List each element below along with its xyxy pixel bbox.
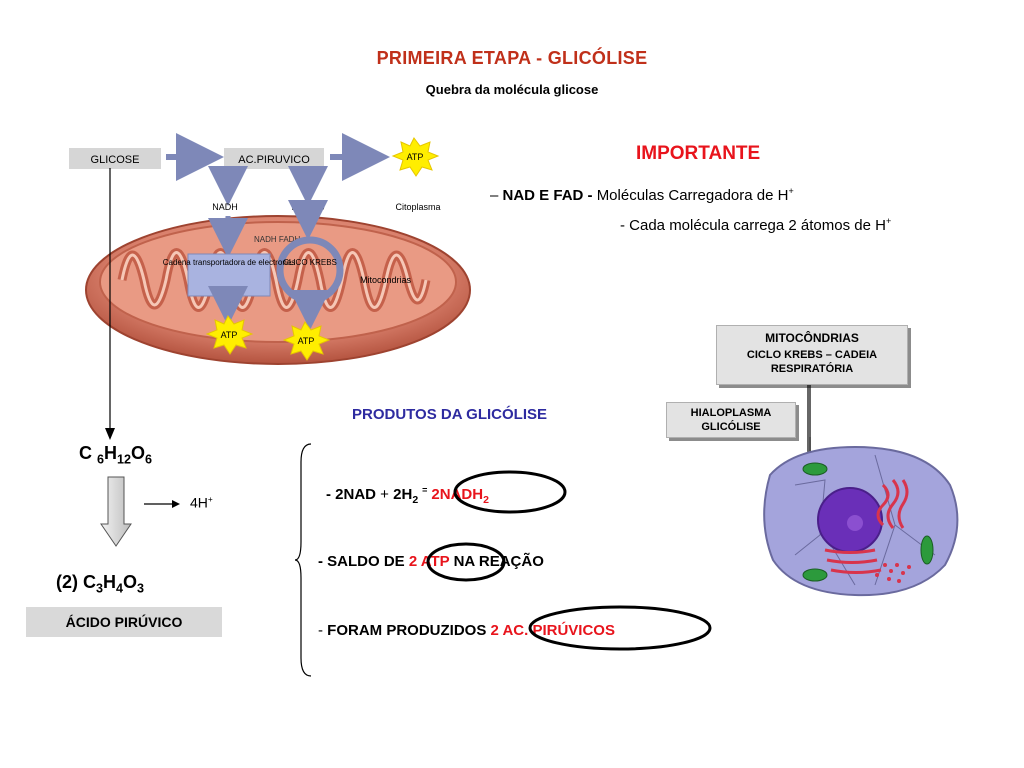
cell-mito-1 [802, 462, 828, 476]
mitocondrias-label: Mitocondrias [360, 275, 412, 285]
glicose-label: GLICOSE [91, 154, 140, 166]
hialoplasma-line-2: GLICÓLISE [701, 421, 761, 433]
piruvato-label: Piruvato [291, 202, 324, 212]
produtos-heading: PRODUTOS DA GLICÓLISE [352, 406, 548, 423]
cell-er [876, 479, 909, 529]
glicose-box [69, 148, 161, 169]
produtos-row-3: - FORAM PRODUZIDOS 2 AC. PIRÚVICOS [318, 622, 615, 639]
ac-piruvico-label: AC.PIRUVICO [238, 154, 310, 166]
cell-golgi [824, 548, 882, 574]
cell-mito-2 [802, 568, 828, 582]
produtos-brace [295, 443, 312, 677]
importante-line-1: – NAD E FAD - Moléculas Carregadora de H… [490, 186, 794, 204]
clico-krebs-label: CLICO KREBS [283, 258, 337, 267]
pyruvic-formula: (2) C3H4O3 [56, 572, 145, 596]
page-subtitle: Quebra da molécula glicose [425, 82, 599, 97]
mitochondria-cristae-highlight [120, 251, 428, 309]
nadh-label: NADH [212, 202, 238, 212]
importante-line2-sup: + [885, 216, 892, 226]
glicose-down-arrow [105, 168, 115, 440]
cell-mito-3 [920, 535, 934, 565]
nadh-fadh-label: NADH FADH₂ [254, 235, 303, 244]
h-plus-label: 4H+ [190, 494, 213, 511]
h-plus-arrow [144, 500, 180, 508]
importante-line-2: - Cada molécula carrega 2 átomos de H+ [620, 216, 891, 234]
acido-piruvico-label: ÁCIDO PIRÚVICO [26, 607, 222, 637]
citoplasma-label: Citoplasma [395, 202, 440, 212]
hialoplasma-line-1: HIALOPLASMA [690, 407, 772, 419]
atp-burst-right [282, 321, 331, 361]
mitocondrias-title: MITOCÔNDRIAS [765, 331, 859, 345]
page-title: PRIMEIRA ETAPA - GLICÓLISE [376, 48, 648, 68]
importante-line2-text: - Cada molécula carrega 2 átomos de H [620, 217, 886, 234]
importante-heading: IMPORTANTE [636, 143, 761, 164]
cell-ribosomes [875, 563, 911, 583]
cell-illustration [763, 385, 959, 597]
mitochondria-diagram: GLICOSE AC.PIRUVICO ATP NADH Piruvato Ci… [69, 133, 471, 365]
atp-top-label: ATP [407, 152, 424, 162]
importante-nad-fad: NAD E FAD - [502, 187, 593, 204]
mitocondrias-subtitle: CICLO KREBS – CADEIA RESPIRATÓRIA [746, 349, 878, 375]
produtos-row-2: - SALDO DE 2 ATP NA REAÇÃO [318, 553, 544, 570]
cell-nucleolus [847, 515, 863, 531]
atp-right-label: ATP [298, 336, 315, 346]
atp-left-label: ATP [221, 330, 238, 340]
importante-dash: – [490, 187, 499, 204]
glucose-formula: C 6H12O6 [79, 443, 153, 467]
hialoplasma-box: HIALOPLASMA GLICÓLISE [666, 402, 796, 438]
atp-burst-top [391, 137, 440, 177]
produtos-row-1: - 2NAD + 2H2=2NADH2 [326, 485, 489, 506]
ac-piruvico-box [224, 148, 324, 169]
conversion-arrow [100, 476, 132, 547]
atp-burst-left [205, 315, 254, 355]
importante-line1-sup: + [788, 186, 794, 196]
mitocondrias-box: MITOCÔNDRIAS CICLO KREBS – CADEIA RESPIR… [716, 325, 908, 385]
importante-line1-text: Moléculas Carregadora de H [596, 187, 789, 204]
cadena-label: Cadena transportadora de electrones [163, 258, 296, 267]
